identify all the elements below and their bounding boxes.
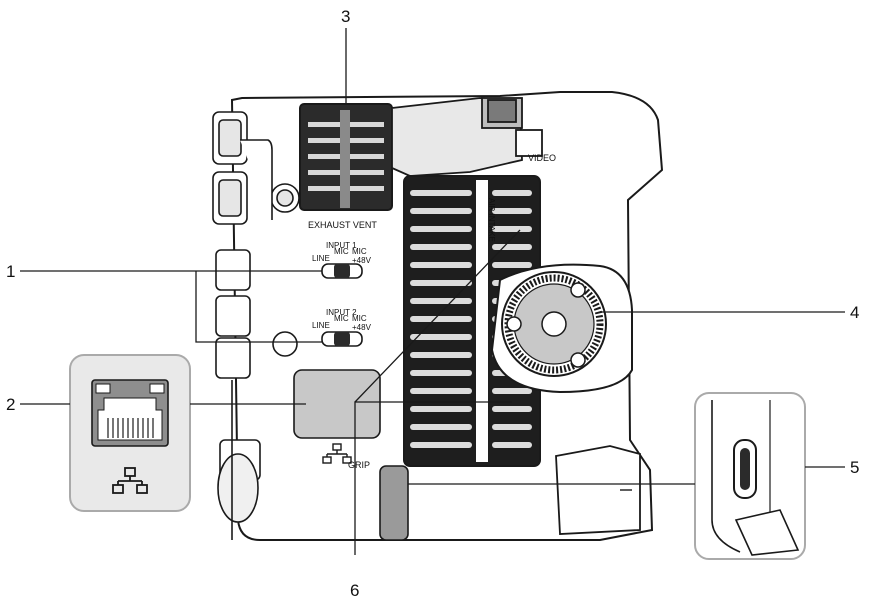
input2-phantom-label: +48V bbox=[352, 323, 372, 332]
input1-mic-phantom-label: MIC bbox=[352, 247, 367, 256]
grip-strap bbox=[379, 465, 409, 541]
input2-mic-phantom-label: MIC bbox=[352, 314, 367, 323]
network-icon bbox=[322, 443, 352, 464]
exhaust-vent-label: EXHAUST VENT bbox=[308, 220, 377, 230]
input2-label: INPUT 2 bbox=[326, 308, 357, 317]
grip-label: GRIP bbox=[348, 460, 370, 470]
network-icon bbox=[112, 467, 148, 494]
video-label: VIDEO bbox=[528, 153, 556, 163]
usb-c-port-icon bbox=[733, 439, 757, 499]
air-intake-label: AIR INTAKE bbox=[487, 198, 496, 242]
callout-5: 5 bbox=[850, 458, 859, 477]
input1-mic-label: MIC bbox=[334, 247, 349, 256]
callout-1: 1 bbox=[6, 262, 15, 281]
ethernet-port-icon bbox=[91, 379, 169, 447]
inset-usb bbox=[694, 392, 806, 560]
callout-6: 6 bbox=[350, 581, 359, 600]
rosette-mount-icon bbox=[490, 263, 633, 394]
lower-right-block bbox=[555, 445, 641, 535]
callout-4: 4 bbox=[850, 303, 859, 322]
left-connectors bbox=[212, 111, 300, 540]
body-ethernet-port bbox=[293, 369, 381, 439]
input2-mic-label: MIC bbox=[334, 314, 349, 323]
input1-label: INPUT 1 bbox=[326, 241, 357, 250]
callout-3: 3 bbox=[341, 7, 350, 26]
inset-ethernet bbox=[69, 354, 191, 512]
input1-line-label: LINE bbox=[312, 254, 330, 263]
exhaust-vent bbox=[299, 103, 393, 211]
input2-line-label: LINE bbox=[312, 321, 330, 330]
callout-2: 2 bbox=[6, 395, 15, 414]
input1-phantom-label: +48V bbox=[352, 256, 372, 265]
top-handle bbox=[391, 97, 543, 177]
leader-lines bbox=[20, 28, 845, 555]
